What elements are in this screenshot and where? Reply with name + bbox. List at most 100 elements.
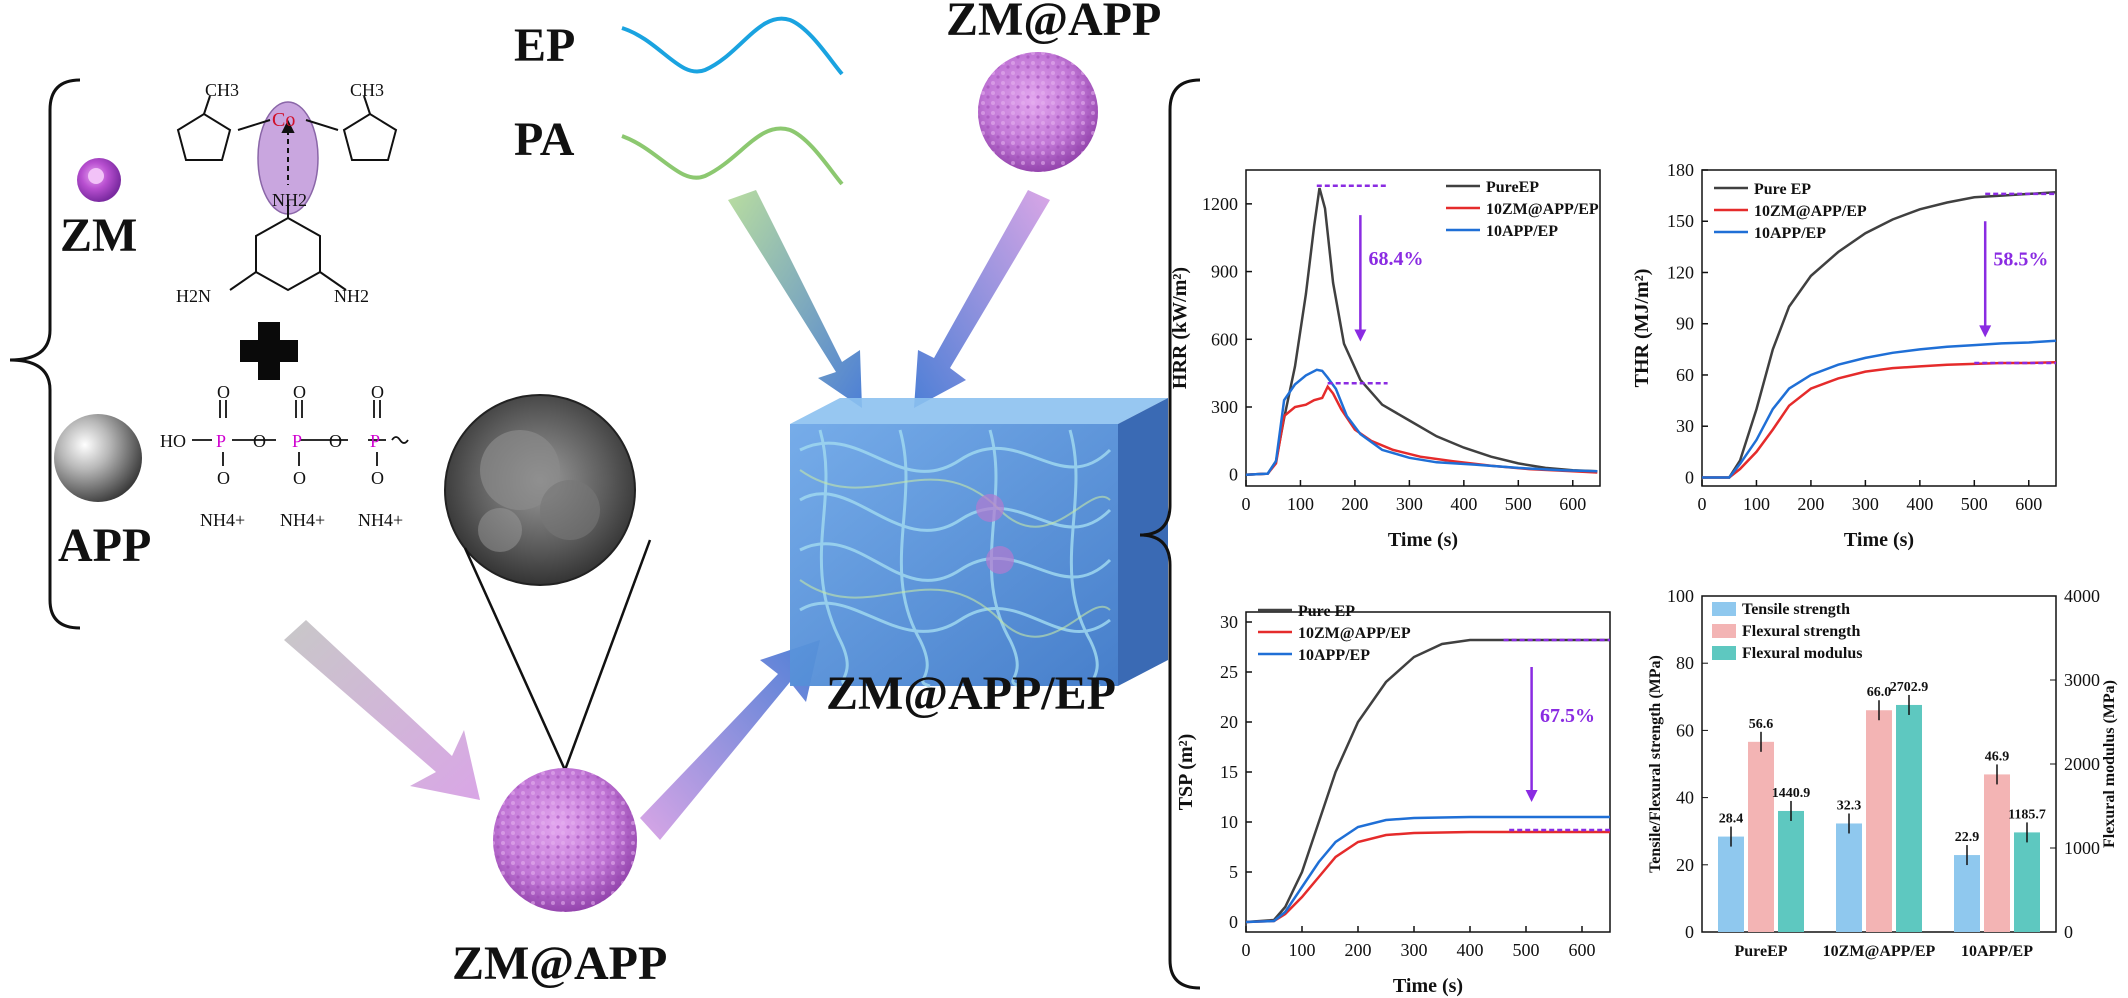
- bar-3-2: [1896, 704, 1922, 932]
- y-tick-label: 600: [1211, 329, 1238, 349]
- plus-icon: [240, 322, 298, 380]
- data-label-1-1: 28.4: [1719, 812, 1744, 827]
- annotation-arrowhead: [1354, 329, 1367, 342]
- x-tick-label: 600: [2015, 494, 2042, 514]
- annotation-label: 58.5%: [1993, 249, 2048, 271]
- legend-entry-3: 10APP/EP: [1298, 647, 1370, 664]
- x-tick-label: 100: [1743, 494, 1770, 514]
- composite-cube: [790, 398, 1168, 688]
- y-tick-label: 25: [1220, 662, 1238, 682]
- data-label-2-3: 46.9: [1985, 749, 2010, 764]
- sem-image: [444, 394, 636, 586]
- y-tick-label-left: 40: [1676, 788, 1694, 808]
- legend-entry-2: 10ZM@APP/EP: [1486, 201, 1599, 218]
- legend-entry-1: Pure EP: [1754, 181, 1811, 198]
- y-tick-label: 0: [1229, 912, 1238, 932]
- ep-wave: [621, 16, 844, 76]
- mechanical-bar-chart: 02040608010001000200030004000Tensile/Fle…: [1647, 586, 2118, 960]
- x-axis-label: Time (s): [1393, 975, 1463, 997]
- data-label-3-3: 1185.7: [2008, 807, 2046, 822]
- data-label-3-2: 2702.9: [1890, 680, 1929, 695]
- y-tick-label-right: 2000: [2064, 754, 2100, 774]
- data-label-1-2: 32.3: [1837, 798, 1862, 813]
- ch3-right-label: CH3: [350, 80, 384, 100]
- right-brace: [1139, 78, 1201, 990]
- series-line-1: [1702, 190, 2057, 479]
- zm-app-bottom-label: ZM@APP: [452, 937, 668, 990]
- y-tick-label: 300: [1211, 397, 1238, 417]
- y-tick-label-right: 0: [2064, 922, 2073, 942]
- zoom-cone-left: [463, 547, 567, 771]
- x-tick-label: 600: [1559, 494, 1586, 514]
- svg-text:O: O: [217, 468, 230, 488]
- composite-label: ZM@APP/EP: [826, 667, 1116, 720]
- zm-label: ZM: [60, 209, 138, 262]
- ep-label: EP: [514, 19, 576, 72]
- svg-text:P: P: [292, 431, 302, 451]
- zm-app-particle-top: [978, 52, 1098, 172]
- x-tick-label: 600: [1569, 940, 1596, 960]
- plot-frame: [1701, 169, 2057, 487]
- category-label-1: PureEP: [1734, 943, 1787, 960]
- bar-2-2: [1866, 710, 1892, 932]
- x-tick-label: 100: [1289, 940, 1316, 960]
- y-tick-label: 20: [1220, 712, 1238, 732]
- series-line-1: [1245, 187, 1598, 476]
- zoom-cone-right: [563, 539, 652, 771]
- y-tick-label: 30: [1220, 612, 1238, 632]
- nh2-right-label: NH2: [334, 286, 369, 306]
- y-tick-label: 150: [1667, 211, 1694, 231]
- svg-text:O: O: [293, 382, 306, 402]
- svg-text:O: O: [371, 382, 384, 402]
- x-tick-label: 300: [1852, 494, 1879, 514]
- left-brace: [9, 78, 81, 630]
- app-atom-labels: HO P P P O O O O O O O O: [160, 382, 384, 488]
- bar-3-3: [2014, 832, 2040, 932]
- legend-entry-3: 10APP/EP: [1754, 225, 1826, 242]
- y-axis-label: TSP (m²): [1175, 734, 1197, 811]
- nh4-label-3: NH4+: [358, 510, 403, 530]
- annotation-arrowhead: [1979, 325, 1992, 338]
- arrow-zmapp-top-to-composite: [914, 190, 1050, 408]
- nh4-label-1: NH4+: [200, 510, 245, 530]
- legend-entry-2: Flexural strength: [1742, 623, 1860, 640]
- y-tick-label: 10: [1220, 812, 1238, 832]
- x-tick-label: 500: [1505, 494, 1532, 514]
- x-axis-label: Time (s): [1388, 529, 1458, 551]
- legend-entry-3: 10APP/EP: [1486, 223, 1558, 240]
- y-tick-label-left: 0: [1685, 922, 1694, 942]
- x-tick-label: 200: [1341, 494, 1368, 514]
- x-tick-label: 300: [1401, 940, 1428, 960]
- y-tick-label: 1200: [1202, 194, 1238, 214]
- legend-entry-2: 10ZM@APP/EP: [1298, 625, 1411, 642]
- y-tick-label-left: 20: [1676, 855, 1694, 875]
- category-label-3: 10APP/EP: [1961, 943, 2033, 960]
- ho-label: HO: [160, 431, 186, 451]
- arrow-resin-to-composite: [728, 190, 862, 408]
- svg-text:O: O: [371, 468, 384, 488]
- x-axis-label: Time (s): [1844, 529, 1914, 551]
- y-tick-label: 0: [1229, 465, 1238, 485]
- legend-entry-1: PureEP: [1486, 179, 1539, 196]
- legend-entry-2: 10ZM@APP/EP: [1754, 203, 1867, 220]
- x-tick-label: 200: [1345, 940, 1372, 960]
- bar-1-1: [1718, 836, 1744, 932]
- x-tick-label: 300: [1396, 494, 1423, 514]
- y-tick-label: 90: [1676, 314, 1694, 334]
- app-label: APP: [58, 519, 152, 572]
- y-tick-label: 0: [1685, 467, 1694, 487]
- x-tick-label: 400: [1450, 494, 1477, 514]
- app-particle-icon: [54, 414, 142, 502]
- series-line-2: [1702, 360, 2057, 479]
- category-label-2: 10ZM@APP/EP: [1823, 943, 1936, 960]
- nh4-label-2: NH4+: [280, 510, 325, 530]
- legend-entry-1: Pure EP: [1298, 603, 1355, 620]
- app-chemical-structure: [192, 400, 409, 466]
- y-tick-label-right: 4000: [2064, 586, 2100, 606]
- co-label: Co: [272, 109, 295, 131]
- x-tick-label: 500: [1513, 940, 1540, 960]
- zm-app-particle-bottom: [493, 768, 637, 912]
- y-axis-label: THR (MJ/m²): [1631, 269, 1653, 388]
